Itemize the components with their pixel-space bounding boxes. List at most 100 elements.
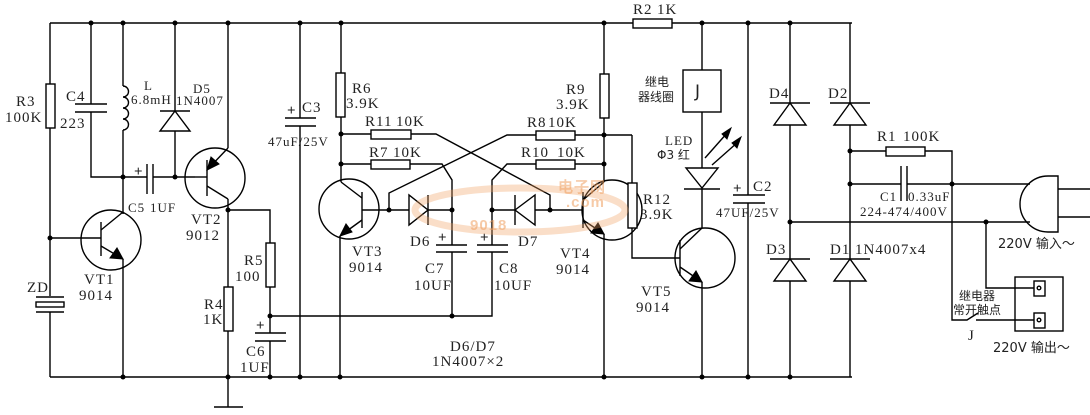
svg-text:1UF: 1UF [150,200,176,215]
watermark-logo: 9018 电子网 .com [411,178,629,236]
svg-text:220V 输出～: 220V 输出～ [993,340,1070,356]
svg-text:VT3: VT3 [352,244,383,260]
svg-text:C3: C3 [302,100,322,116]
resistor-r9: R9 3.9K [556,23,610,182]
svg-text:47uF/25V: 47uF/25V [268,134,329,149]
capacitor-c6: + C6 1UF [240,315,452,377]
svg-text:224-474/400V: 224-474/400V [860,204,948,219]
svg-text:10K: 10K [557,145,586,161]
transistor-vt5: VT5 9014 [636,227,736,377]
svg-text:.com: .com [566,194,605,211]
svg-text:J: J [968,328,975,344]
svg-text:1N4007: 1N4007 [176,93,224,108]
svg-text:R3: R3 [16,94,36,110]
led-indicator: LED Φ3 红 [657,126,742,228]
svg-text:D5: D5 [193,81,211,96]
bridge-part-number: 1N4007x4 [855,242,926,258]
relay-coil: J 继电 器线圈 [638,23,722,168]
polarity-plus: + [480,230,490,246]
svg-text:1K: 1K [657,2,677,18]
diode-d5: D5 1N4007 [158,23,224,177]
resistor-r4: R4 1K [203,286,234,377]
svg-text:C8: C8 [499,261,519,277]
svg-text:C7: C7 [425,261,445,277]
svg-text:10K: 10K [396,114,425,130]
mains-output-socket: 220V 输出～ [985,222,1070,356]
resistor-r2: R2 1K [632,2,677,29]
d6d7-note-ref: D6/D7 [450,339,496,355]
svg-text:0.33uF: 0.33uF [908,189,950,204]
capacitor-c1: C1 0.33uF 224-474/400V [850,166,1030,219]
svg-text:10K: 10K [548,115,577,131]
capacitor-c4: C4 223 [60,23,123,178]
mains-input-plug: 220V 输入～ [998,175,1090,252]
svg-text:R12: R12 [643,192,671,208]
svg-text:C4: C4 [66,89,86,105]
svg-text:10UF: 10UF [414,278,452,294]
polarity-plus: + [438,230,448,246]
svg-text:9014: 9014 [79,288,113,304]
svg-text:VT5: VT5 [641,284,672,300]
svg-text:9014: 9014 [636,300,670,316]
resistor-r12: R12 3.9K [627,135,680,259]
svg-text:47UF/25V: 47UF/25V [716,205,780,220]
capacitor-c8: + C8 10UF [452,230,532,317]
svg-text:R11: R11 [365,114,392,130]
svg-text:R7: R7 [369,145,389,161]
resistor-r6: R6 3.9K [335,23,380,182]
polarity-plus: + [256,318,266,334]
capacitor-c2: + C2 47UF/25V [716,23,780,377]
capacitor-c7: + C7 10UF [414,230,467,316]
svg-text:D1: D1 [830,242,850,258]
svg-text:VT4: VT4 [560,246,591,262]
svg-text:R1: R1 [877,129,897,145]
svg-text:R4: R4 [204,297,224,313]
transistor-vt3: VT3 9014 [318,178,389,377]
svg-text:R5: R5 [244,253,264,269]
svg-text:100K: 100K [903,129,940,145]
svg-text:100K: 100K [5,110,42,126]
svg-text:R2: R2 [633,2,653,18]
inductor-l: L 6.8mH [122,23,172,214]
svg-text:10K: 10K [393,145,422,161]
svg-text:J: J [694,82,701,102]
svg-text:R8: R8 [527,115,547,131]
svg-text:D7: D7 [518,234,538,250]
capacitor-c5: + C5 1UF [123,164,195,215]
svg-text:3.9K: 3.9K [640,207,674,223]
svg-text:继电: 继电 [645,75,669,89]
polarity-plus: + [134,164,144,180]
svg-text:L: L [144,78,153,93]
svg-text:R9: R9 [566,82,586,98]
svg-text:9014: 9014 [349,260,383,276]
diode-d7: D7 [492,193,570,250]
svg-text:C2: C2 [753,179,773,195]
resistor-r5: R5 100 [228,209,276,333]
svg-text:C1: C1 [880,189,897,204]
svg-text:D4: D4 [769,86,789,102]
svg-text:10UF: 10UF [494,278,532,294]
polarity-plus: + [287,103,297,119]
relay-contact: 继电器 常开触点 J [951,184,1034,344]
svg-text:3.9K: 3.9K [346,96,380,112]
resistor-r1: R1 100K [850,129,953,184]
diode-d1: D1 [830,242,870,282]
svg-text:100: 100 [235,269,261,285]
svg-text:6.8mH: 6.8mH [131,92,172,107]
resistor-r8: R8 10K [388,115,632,210]
svg-text:LED: LED [665,133,693,148]
svg-text:3.9K: 3.9K [556,97,590,113]
svg-text:常开触点: 常开触点 [953,303,1001,317]
svg-text:R10: R10 [521,145,549,161]
svg-text:VT1: VT1 [84,272,115,288]
resistor-r11: R11 10K [341,114,551,210]
diode-d4: D4 [769,86,810,126]
svg-text:C6: C6 [246,344,266,360]
bridge-rectifier: D4 D2 D3 D1 1N4007x4 [766,23,926,377]
diode-d2: D2 [828,86,870,126]
svg-text:220V 输入～: 220V 输入～ [998,236,1075,252]
svg-text:器线圈: 器线圈 [638,90,674,104]
svg-text:1K: 1K [203,312,223,328]
svg-text:D2: D2 [828,86,848,102]
svg-text:1UF: 1UF [240,360,270,376]
